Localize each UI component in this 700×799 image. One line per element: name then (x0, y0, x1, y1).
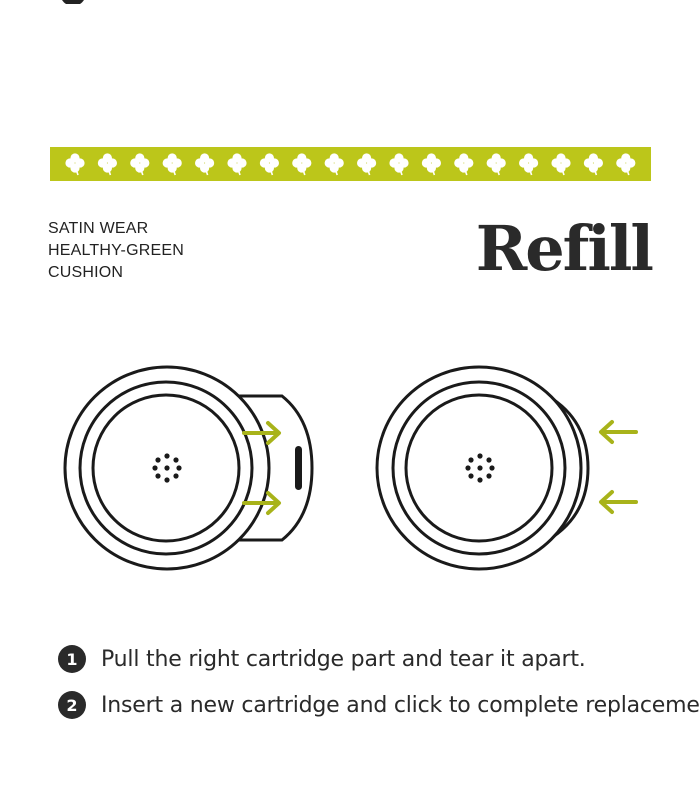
step-1: 1 Pull the right cartridge part and tear… (58, 643, 586, 675)
step-2: 2 Insert a new cartridge and click to co… (58, 689, 700, 721)
previous-step-clipped (60, 0, 680, 4)
clover-icon (65, 153, 85, 176)
clover-icon (324, 153, 344, 176)
compact-puff (404, 393, 554, 543)
cartridge-grip (295, 446, 302, 490)
clover-icon (421, 153, 441, 176)
clover-banner (50, 147, 651, 181)
clover-icon (357, 153, 377, 176)
arrow-right-icon (242, 421, 281, 445)
number-circle-icon (60, 0, 86, 4)
compact-puff (91, 393, 241, 543)
arrow-left-icon (599, 420, 638, 444)
arrow-left-icon (599, 490, 638, 514)
product-name-line-3: CUSHION (48, 264, 124, 281)
number-circle-icon: 2 (58, 691, 86, 719)
number-circle-icon: 1 (58, 645, 86, 673)
clover-icon (389, 153, 409, 176)
clover-icon (162, 153, 182, 176)
clover-icon (454, 153, 474, 176)
compact-rim (78, 380, 254, 556)
cartridge-illustration (63, 365, 638, 571)
clover-icon (519, 153, 539, 176)
step-text: Pull the right cartridge part and tear i… (101, 646, 586, 672)
product-name-line-1: SATIN WEAR (48, 220, 149, 237)
product-name: SATIN WEAR HEALTHY-GREEN CUSHION (48, 218, 184, 284)
clover-icon (130, 153, 150, 176)
sponge-dots (465, 453, 495, 483)
arrow-right-icon (242, 491, 281, 515)
compact-closed-illustration (375, 365, 638, 571)
clover-pattern (65, 153, 636, 176)
product-name-line-2: HEALTHY-GREEN (48, 242, 184, 259)
clover-icon (97, 153, 117, 176)
clover-icon (195, 153, 215, 176)
clover-icon (616, 153, 636, 176)
clover-icon (227, 153, 247, 176)
clover-icon (551, 153, 571, 176)
clover-icon (583, 153, 604, 176)
clover-icon (486, 153, 506, 176)
sponge-dots (152, 453, 182, 483)
clover-icon (259, 153, 279, 176)
step-text: Insert a new cartridge and click to comp… (101, 692, 700, 718)
clover-icon (292, 153, 312, 176)
refill-logo: Refill (475, 212, 654, 285)
compact-rim (391, 380, 567, 556)
compact-open-illustration (63, 365, 314, 571)
